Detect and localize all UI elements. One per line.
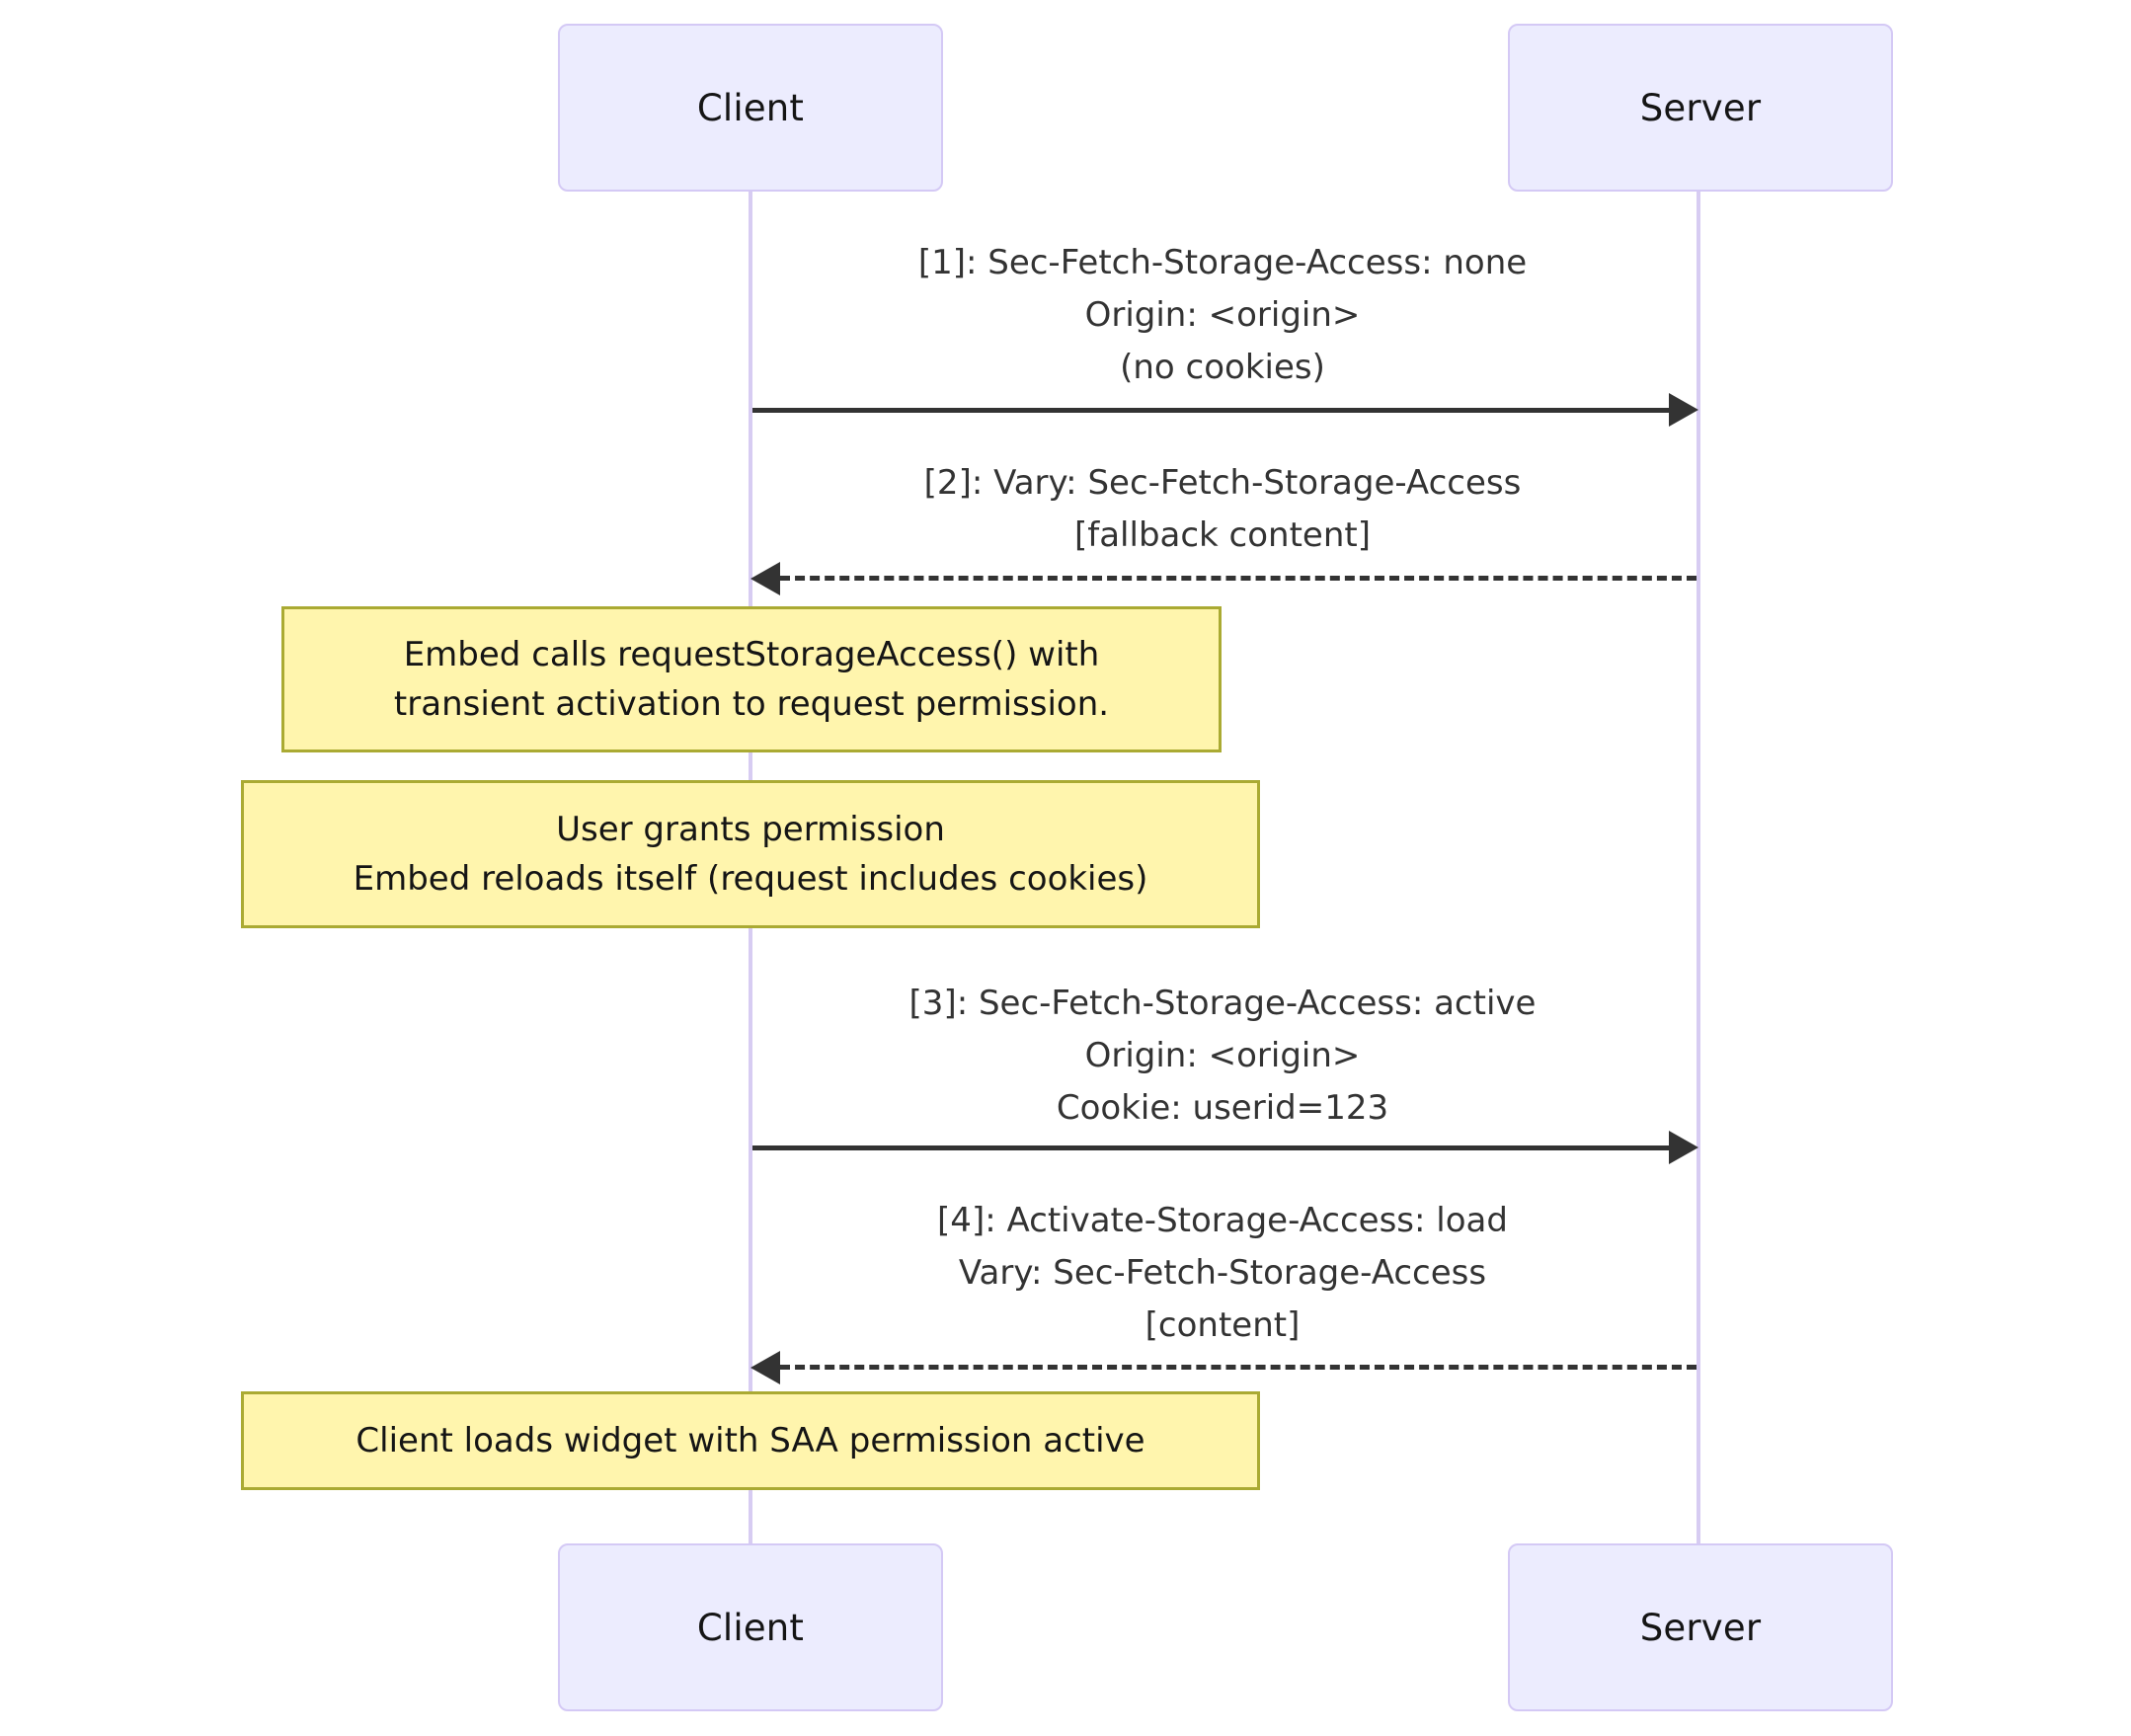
note-user-grants-permission: User grants permission Embed reloads its… — [241, 780, 1260, 928]
participant-client-top-label: Client — [696, 86, 805, 129]
message-1-label: [1]: Sec-Fetch-Storage-Access: none Orig… — [917, 243, 1528, 387]
note-client-loads-widget: Client loads widget with SAA permission … — [241, 1391, 1260, 1490]
participant-client-top[interactable]: Client — [558, 24, 943, 192]
message-3-line — [752, 1145, 1669, 1150]
participant-server-top-label: Server — [1639, 86, 1762, 129]
message-2-label: [2]: Vary: Sec-Fetch-Storage-Access [fal… — [923, 463, 1522, 555]
participant-client-bottom-label: Client — [696, 1606, 805, 1649]
participant-client-bottom[interactable]: Client — [558, 1543, 943, 1711]
note-request-storage-access: Embed calls requestStorageAccess() with … — [281, 606, 1222, 752]
participant-server-top[interactable]: Server — [1508, 24, 1893, 192]
message-3-arrowhead — [1669, 1131, 1698, 1164]
note-user-grants-permission-text: User grants permission Embed reloads its… — [353, 810, 1148, 899]
message-2-line — [780, 576, 1697, 581]
note-request-storage-access-text: Embed calls requestStorageAccess() with … — [393, 635, 1110, 724]
participant-server-bottom[interactable]: Server — [1508, 1543, 1893, 1711]
participant-server-bottom-label: Server — [1639, 1606, 1762, 1649]
message-2-arrowhead — [750, 562, 780, 595]
message-4-label: [4]: Activate-Storage-Access: load Vary:… — [937, 1201, 1508, 1345]
lifeline-server — [1697, 190, 1700, 1544]
message-3-label: [3]: Sec-Fetch-Storage-Access: active Or… — [908, 984, 1537, 1128]
message-4-arrowhead — [750, 1351, 780, 1384]
note-client-loads-widget-text: Client loads widget with SAA permission … — [355, 1421, 1145, 1460]
message-4-line — [780, 1365, 1697, 1370]
message-1-arrowhead — [1669, 393, 1698, 427]
message-1-line — [752, 408, 1669, 413]
